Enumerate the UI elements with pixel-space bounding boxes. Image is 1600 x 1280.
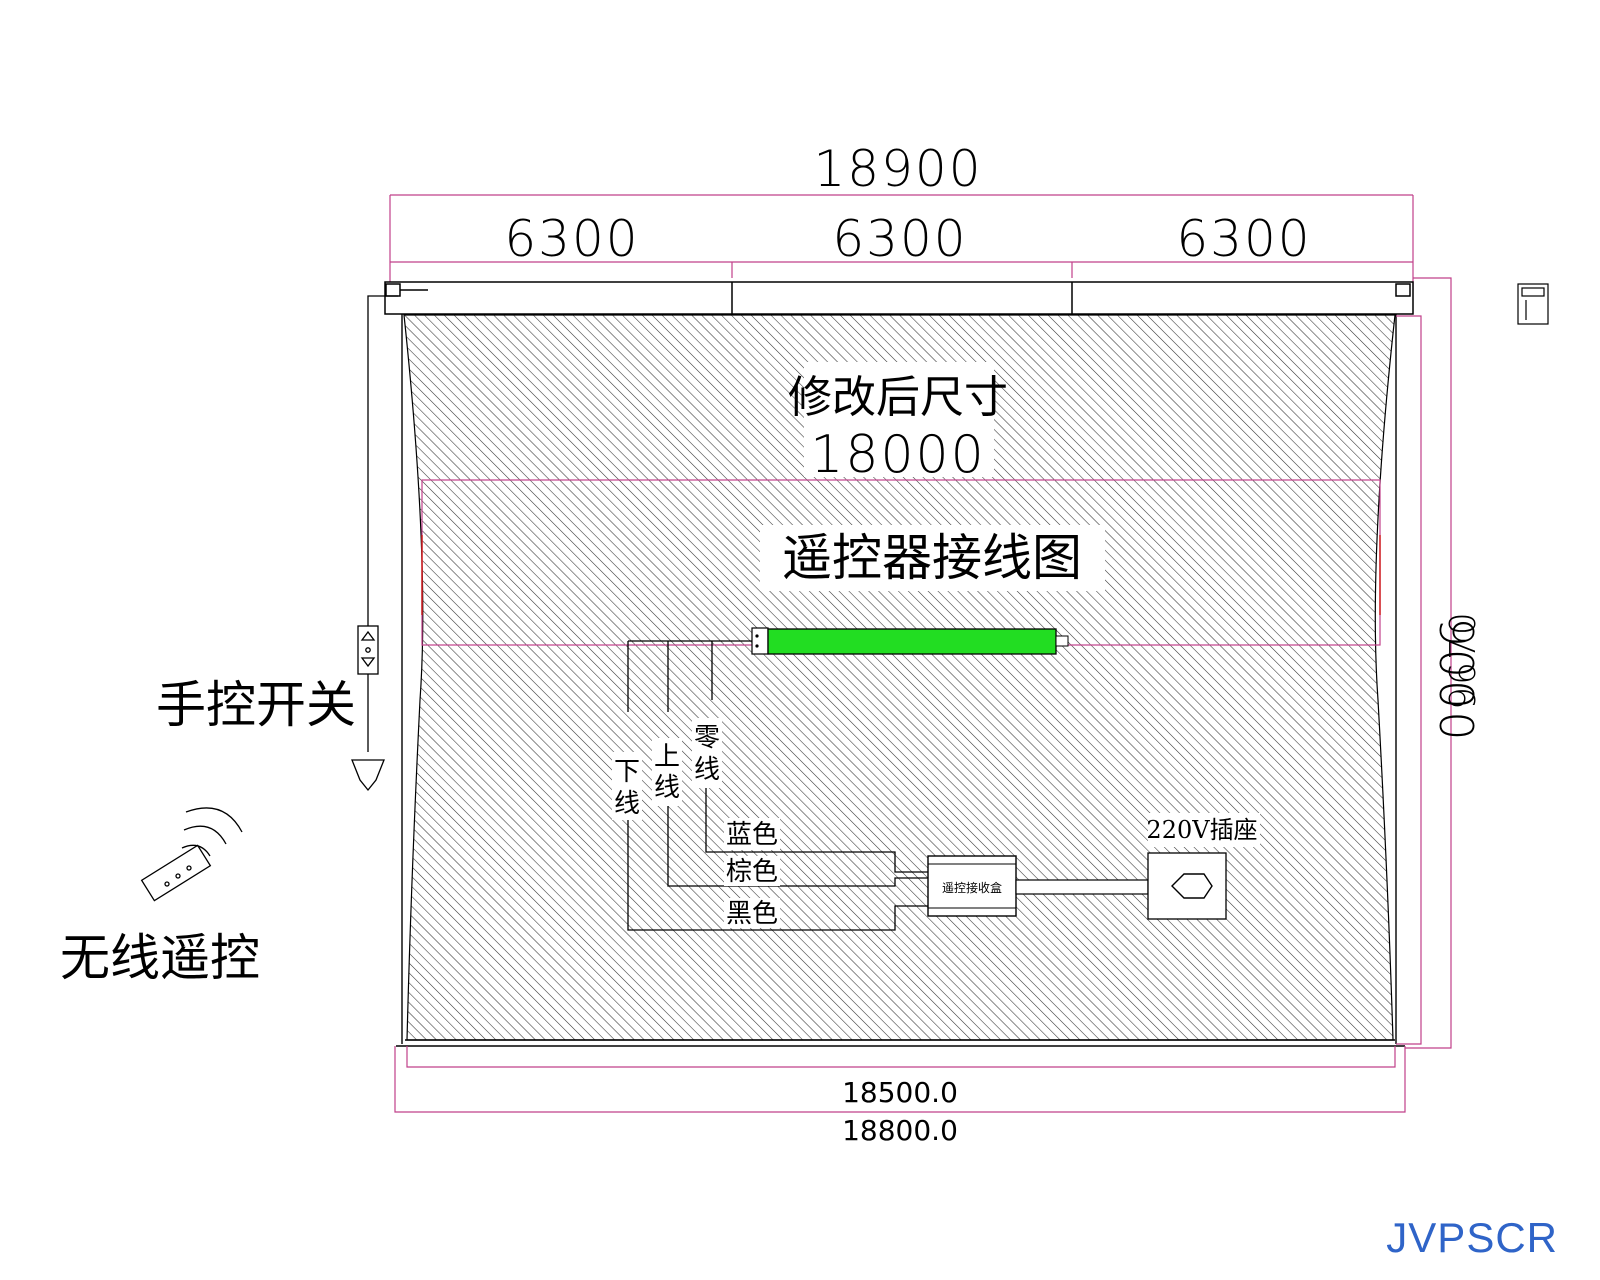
- height-dimensions: [1396, 277, 1452, 1049]
- wire-color-black: 黑色: [726, 899, 778, 929]
- diagram-title: 遥控器接线图: [782, 529, 1082, 587]
- bottom-dimensions: [394, 1046, 1406, 1113]
- segment-2-dim: 6300: [832, 210, 967, 268]
- roller-housing: [384, 281, 1414, 315]
- socket-label: 220V插座: [1146, 816, 1257, 844]
- wire-neutral-label-2: 线: [694, 755, 720, 785]
- modified-size-label: 修改后尺寸: [788, 372, 1008, 423]
- screen-frame: [396, 314, 1405, 1047]
- manual-switch-label: 手控开关: [156, 676, 356, 734]
- wire-color-brown: 棕色: [726, 857, 778, 887]
- bottom-outer-dim: 18800.0: [842, 1114, 958, 1147]
- modified-width-dim: 18000: [810, 425, 985, 485]
- wire-down-label-1: 下: [614, 757, 640, 787]
- height-outer-dim: 9670: [1443, 610, 1484, 710]
- wireless-remote-label: 无线遥控: [60, 929, 260, 987]
- brand-watermark: JVPSCR: [1386, 1214, 1558, 1261]
- segment-3-dim: 6300: [1176, 210, 1311, 268]
- wire-color-blue: 蓝色: [726, 820, 778, 850]
- motor-assembly: [751, 627, 1069, 655]
- end-cap-icon: [1517, 283, 1549, 325]
- wireless-remote-icon: [140, 807, 243, 902]
- manual-switch: [351, 295, 398, 792]
- receiver-box-label: 遥控接收盒: [942, 880, 1002, 895]
- wire-up-label-1: 上: [654, 742, 680, 772]
- receiver-box: 遥控接收盒: [927, 855, 1017, 917]
- segment-1-dim: 6300: [504, 210, 639, 268]
- height-inner-dim: 9000: [1429, 617, 1483, 742]
- top-dimensions: [389, 194, 1414, 290]
- total-width-dim: 18900: [813, 140, 982, 198]
- motor-tube: [767, 628, 1057, 655]
- wiring-lines: [627, 640, 928, 931]
- wire-down-label-2: 线: [614, 789, 640, 819]
- socket: [1147, 852, 1227, 920]
- wire-up-label-2: 线: [654, 773, 680, 803]
- bottom-inner-dim: 18500.0: [842, 1076, 958, 1109]
- wire-neutral-label-1: 零: [694, 723, 720, 753]
